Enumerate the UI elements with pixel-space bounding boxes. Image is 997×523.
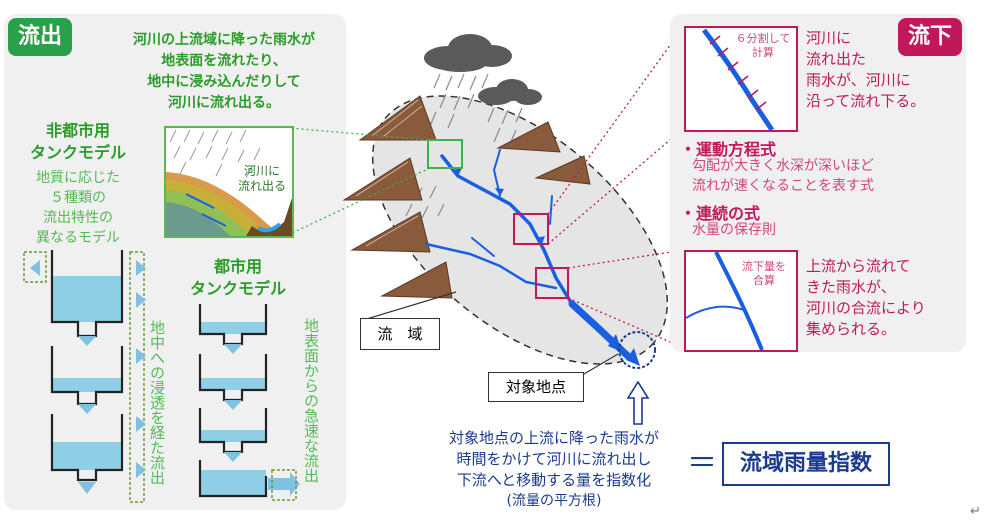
flow-sum-label: 流下量を 合算 <box>742 260 786 287</box>
continuity-equation-description: 水量の保存則 <box>692 222 776 238</box>
runoff-description: 河川の上流域に降った雨水が 地表面を流れたり、 地中に浸み込んだりして 河川に流… <box>133 32 315 111</box>
runoff-panel <box>4 14 346 510</box>
equals-sign: ＝ <box>687 446 717 481</box>
flow-tag: 流下 <box>898 18 962 56</box>
flow-inset-2: 流下量を 合算 <box>684 250 798 352</box>
runoff-tag: 流出 <box>8 18 72 56</box>
return-mark: ↵ <box>970 504 981 519</box>
flow-inset-1: ６分割して 計算 <box>684 26 798 132</box>
infiltration-label: 地中への浸透を経た流出 <box>148 320 166 485</box>
index-explanation: 対象地点の上流に降った雨水が 時間をかけて河川に流れ出し 下流へと移動する量を指… <box>448 429 659 509</box>
urban-tank-title: 都市用 タンクモデル <box>189 257 286 298</box>
inset-river-label: 河川に 流れ出る <box>237 164 286 193</box>
momentum-equation-description: 勾配が大きく水深が深いほど 流れが速くなることを表す式 <box>692 158 874 194</box>
target-point-label: 対象地点 <box>488 372 584 402</box>
nonurban-tank-title: 非都市用 タンクモデル <box>29 121 126 162</box>
basin-label: 流 域 <box>360 318 440 350</box>
flow-description-1: 河川に 流れ出た 雨水が、河川に 沿って流れ下る。 <box>806 29 926 110</box>
continuity-equation-title: ・連続の式 <box>680 204 761 223</box>
split-calc-label: ６分割して 計算 <box>735 32 791 59</box>
flow-description-2: 上流から流れて きた雨水が、 河川の合流により 集められる。 <box>806 257 926 338</box>
runoff-inset-image: 河川に 流れ出る <box>164 126 294 238</box>
momentum-equation-title: ・運動方程式 <box>680 140 777 159</box>
basin-rainfall-index-box: 流域雨量指数 <box>722 442 890 486</box>
surface-runoff-label: 地表面からの急速な流出 <box>302 318 320 483</box>
nonurban-tank-description: 地質に応じた ５種類の 流出特性の 異なるモデル <box>36 170 120 246</box>
